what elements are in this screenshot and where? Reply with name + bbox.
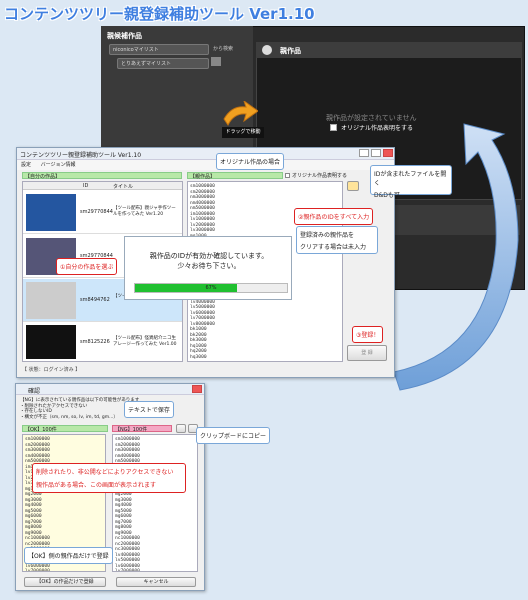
original-check-label: オリジナル作品表明する [292,173,348,179]
drag-arrow-icon [223,101,258,126]
ok-register-button[interactable]: 【OK】の作品だけで登録 [24,577,106,587]
progress-percent: 67% [205,285,217,291]
callout-select-own: ①自分の作品を選ぶ [56,258,118,275]
callout-deleted-line2: 親作品がある場合、この画面が表示されます [36,482,157,489]
ng-list-text: sm1000000 sm2000000 nm3000000 nm4000000 … [115,437,140,572]
original-check-box[interactable] [285,173,290,178]
parent-panel-header: 親作品 [256,42,522,58]
row-title: 【ツール配布】怪異紹介ニコ生アレージー作ってみた Ver1.00 [113,336,177,347]
confirm-desc-2: ・削除されたかアクセスできない [20,403,88,409]
row-id: sm8125226 [80,339,110,345]
parent-panel-title: 親作品 [280,47,301,55]
callout-open-file: IDが含まれたファイルを開く D&Dも可 [370,165,452,199]
confirm-desc-4: ・構文が不正（sm, nm, so, lv, im, td, gm...） [20,414,118,420]
tempmylist-select[interactable]: とりあえずマイリスト [117,58,209,69]
callout-clear: 登録済みの親作品を クリアする場合は未入力 [296,226,378,254]
close-icon[interactable] [383,149,393,157]
table-row[interactable]: sm8125226 【ツール配布】怪異紹介ニコ生アレージー作ってみた Ver1.… [23,323,182,361]
row-id: sm8494762 [80,297,110,303]
ng-bar: 【NG】100件 [112,425,172,433]
callout-open-file-line1: IDが含まれたファイルを開く [374,171,447,187]
callout-register: ③登録！ [352,326,384,343]
menu-version[interactable]: バージョン情報 [40,162,76,168]
mylist-select[interactable]: niconicoマイリスト [109,44,209,55]
callout-original: オリジナル作品の場合 [216,153,285,170]
register-button[interactable]: 登 録 [347,345,387,361]
row-id: sm29770844 [80,209,113,215]
original-checkbox-label: オリジナル作品表明をする [341,125,414,132]
thumbnail [26,282,76,319]
confirm-close-icon[interactable] [192,385,202,393]
table-header: ID タイトル [23,182,182,190]
row-id: sm29770844 [80,253,113,259]
progress-message-1: 親作品のIDが有効か確認しています。 [149,252,269,260]
original-checkbox[interactable] [330,124,337,131]
col-title: タイトル [113,184,134,190]
curved-arrow-icon [393,123,519,391]
col-id: ID [83,183,89,189]
ok-bar: 【OK】100件 [22,425,108,433]
callout-deleted: 削除されたり、非公開などによりアクセスできない 親作品がある場合、この画面が表示… [32,463,186,493]
confirm-desc-1: 【NG】に表示されている親作品は以下の可能性があります [20,398,140,403]
thumbnail [26,194,76,231]
callout-copy-clipboard: クリップボードにコピー [196,427,271,444]
callout-open-file-line2: D&Dも可 [374,192,400,199]
ng-list[interactable]: sm1000000 sm2000000 nm3000000 nm4000000 … [112,434,198,572]
main-window-titlebar: コンテンツツリー親登録補助ツール Ver1.10 [17,148,394,160]
callout-ok-only: 【OK】側の親作品だけで登録 [24,547,113,564]
progress-fill [135,284,237,292]
callout-clear-line2: クリアする場合は未入力 [300,244,367,251]
drag-label: ドラッグで移動 [222,127,264,138]
parent-icon [262,45,272,55]
candidate-panel-title: 親候補作品 [107,32,142,40]
own-works-bar: 【自分の作品】 [22,172,182,180]
from-search-label: から検索 [213,46,234,52]
confirm-description: 【NG】に表示されている親作品は以下の可能性があります ・削除されたかアクセスで… [20,398,204,420]
menu-settings[interactable]: 設定 [21,162,32,168]
callout-deleted-line1: 削除されたり、非公開などによりアクセスできない [36,469,174,476]
refresh-icon[interactable] [211,57,221,66]
confirm-desc-3: ・存在しないID [20,409,52,414]
minimize-icon[interactable] [359,149,369,157]
save-icon[interactable] [176,424,186,433]
confirm-title: 確認 [28,388,41,395]
no-parent-text: 親作品が設定されていません [326,114,417,122]
callout-save-text: テキストで保存 [124,401,174,418]
thumbnail [26,325,76,359]
menu-bar: 設定 バージョン情報 [17,160,394,170]
parent-works-bar: 【親作品】 [187,172,283,180]
row-title: 【ツール配布】親ジャ手作ツールを作ってみた Ver1.20 [113,206,176,217]
confirm-titlebar: 確認 [16,384,204,395]
callout-clear-line1: 登録済みの親作品を [300,232,355,239]
progress-message-2: 少々お待ち下さい。 [177,262,241,270]
page-title: コンテンツツリー親登録補助ツール Ver1.10 [4,5,315,23]
maximize-icon[interactable] [371,149,381,157]
callout-enter-ids: ②親作品のIDをすべて入力 [294,208,374,225]
open-file-icon[interactable] [347,181,359,191]
table-row[interactable]: sm29770844 【ツール配布】親ジャ手作ツールを作ってみた Ver1.20 [23,191,182,234]
status-text: 【 状態：ログイン済み 】 [22,367,81,373]
main-window-title: コンテンツツリー親登録補助ツール Ver1.10 [20,152,142,159]
cancel-button[interactable]: キャンセル [116,577,196,587]
